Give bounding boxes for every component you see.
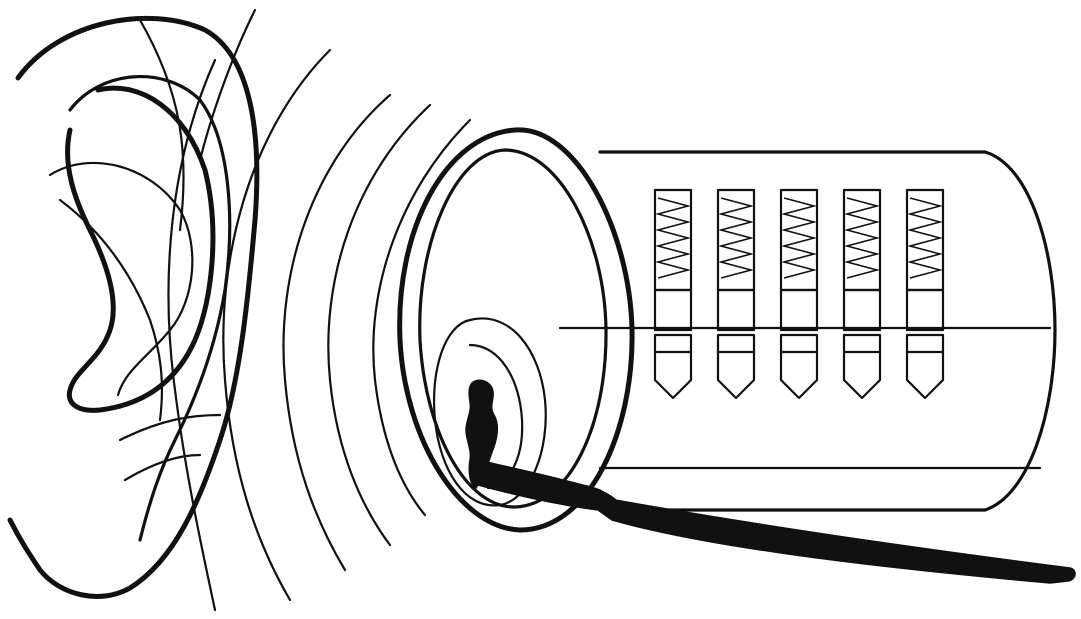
ear-fold-2 bbox=[120, 415, 220, 440]
pin-stack bbox=[781, 190, 817, 398]
driver-pin bbox=[718, 290, 754, 330]
key-pin bbox=[844, 335, 880, 398]
key-pin bbox=[718, 335, 754, 398]
pin-spring bbox=[910, 198, 940, 278]
key-pin bbox=[655, 335, 691, 398]
pin-stack bbox=[655, 190, 691, 398]
pin-spring bbox=[784, 198, 814, 278]
sound-wave bbox=[373, 120, 470, 515]
pin-stacks bbox=[655, 190, 943, 398]
ear-drawing bbox=[10, 10, 257, 596]
driver-pin bbox=[781, 290, 817, 330]
key-pin bbox=[781, 335, 817, 398]
pin-stack bbox=[907, 190, 943, 398]
pin-stack bbox=[718, 190, 754, 398]
pin-stack bbox=[844, 190, 880, 398]
pin-spring bbox=[847, 198, 877, 278]
driver-pin bbox=[907, 290, 943, 330]
pin-spring bbox=[658, 198, 688, 278]
cylinder-back-end bbox=[985, 152, 1055, 510]
pin-spring bbox=[721, 198, 751, 278]
sound-wave bbox=[328, 105, 430, 545]
ear-outer-rim bbox=[10, 18, 257, 596]
sound-waves bbox=[168, 50, 470, 610]
sound-wave bbox=[223, 50, 330, 600]
driver-pin bbox=[844, 290, 880, 330]
driver-pin bbox=[655, 290, 691, 330]
ear-stroke-cross bbox=[140, 20, 184, 230]
key-pin bbox=[907, 335, 943, 398]
